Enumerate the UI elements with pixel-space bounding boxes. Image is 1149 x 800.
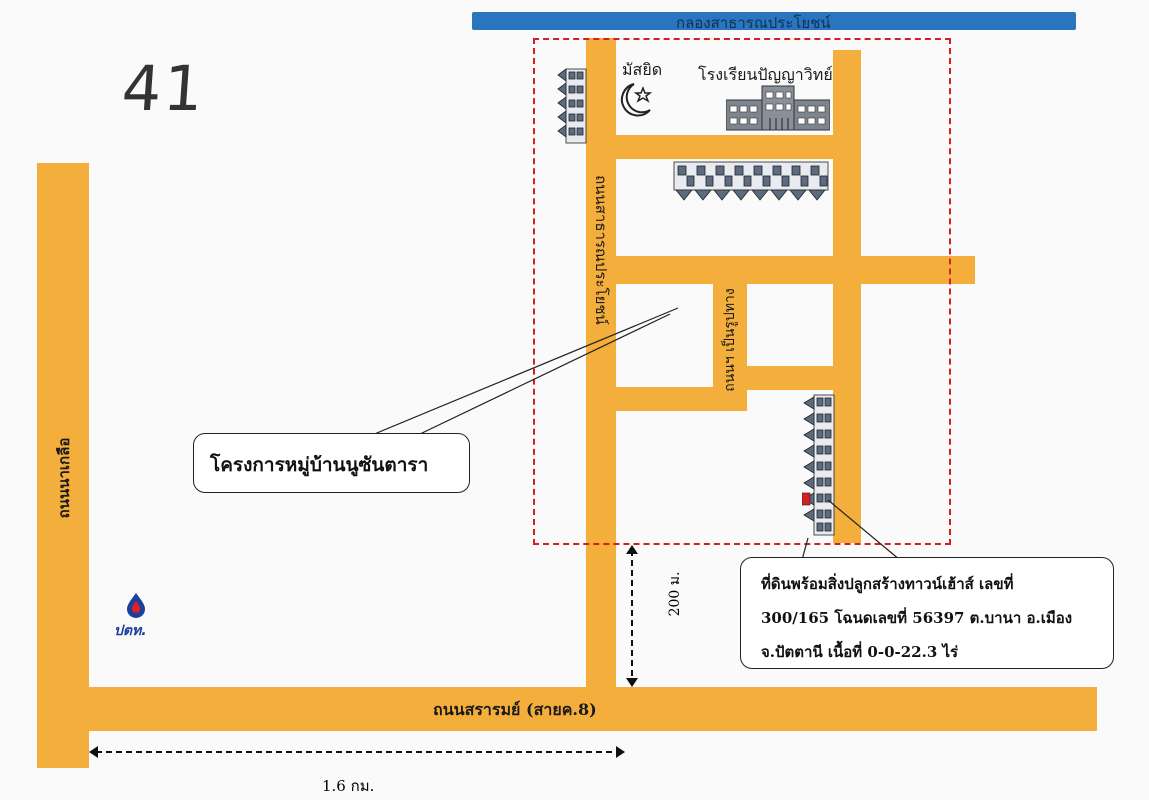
- property-callout-line-2: 300/165 โฉนดเลขที่ 56397 ต.บานา อ.เมือง: [761, 609, 1073, 627]
- townhouse-row-west: [557, 68, 587, 144]
- road-east: [833, 50, 861, 543]
- crescent-star-icon: [620, 83, 653, 117]
- project-callout-text: โครงการหมู่บ้านนูซันตารา: [210, 454, 429, 476]
- canal-label: กลองสาธารณประโยชน์: [676, 14, 831, 32]
- project-boundary: [533, 38, 951, 545]
- distance-label-vertical: 200 ม.: [667, 571, 683, 617]
- distance-marker-vertical: [626, 545, 638, 687]
- road-west: [37, 163, 89, 768]
- canal: [472, 12, 1076, 30]
- ptt-logo-icon: [127, 593, 145, 618]
- road-north-connector: [586, 135, 861, 159]
- road-south: [37, 687, 1097, 731]
- property-callout: ที่ดินพร้อมสิ่งปลูกสร้างทาวน์เฮ้าส์ เลขท…: [740, 557, 1114, 669]
- road-lower-right: [713, 366, 861, 390]
- road-lower-left: [586, 387, 747, 411]
- property-callout-line-3: จ.ปัตตานี เนื้อที่ 0-0-22.3 ไร่: [761, 643, 959, 661]
- mosque-label: มัสยิด: [622, 60, 663, 79]
- road-label-south: ถนนสรารมย์ (สายค.8): [433, 700, 597, 719]
- school-label: โรงเรียนปัญญาวิทย์: [698, 65, 833, 84]
- school-building-icon: [726, 85, 830, 131]
- distance-marker-horizontal: [89, 746, 625, 758]
- townhouse-row-east: [802, 394, 835, 536]
- property-callout-line-1: ที่ดินพร้อมสิ่งปลูกสร้างทาวน์เฮ้าส์ เลขท…: [761, 575, 1014, 593]
- road-middle-cross: [586, 256, 975, 284]
- gas-station-label: ปตท.: [114, 623, 147, 639]
- townhouse-row-north: [673, 161, 829, 201]
- distance-label-horizontal: 1.6 กม.: [322, 777, 375, 795]
- project-callout: โครงการหมู่บ้านนูซันตารา: [193, 433, 470, 493]
